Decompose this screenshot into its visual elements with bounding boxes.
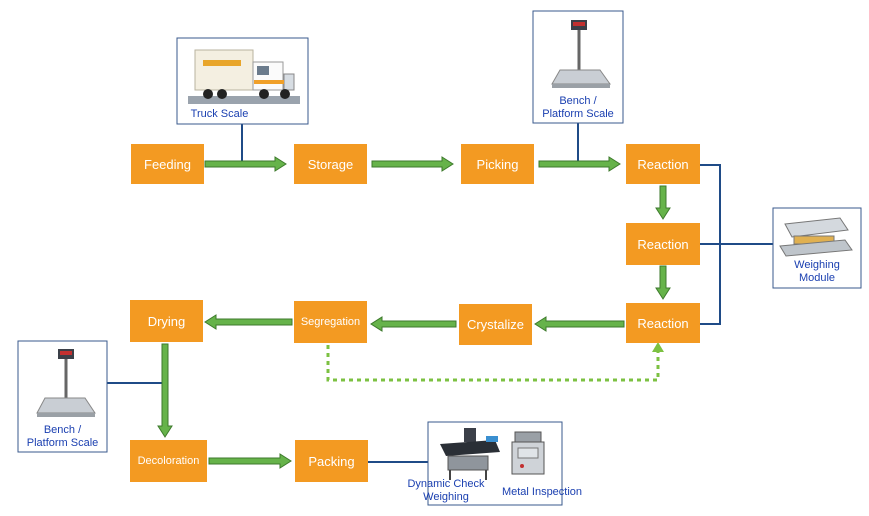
trailer-stripe [203,60,241,66]
caption-line: Platform Scale [542,108,614,120]
node-packing: Packing [295,440,368,482]
arrow-segregation-drying [204,314,293,330]
caption-weighing-module: Weighing Module [773,259,861,285]
equipment-connectors [107,123,773,463]
node-reaction-2: Reaction [626,223,700,265]
caption-line: Platform Scale [26,437,99,449]
dotted-return-arrowhead [652,342,664,352]
node-segregation: Segregation [294,301,367,343]
metal-detector-light [520,464,524,468]
caption-line: Weighing [423,491,469,503]
checkweigher-body [447,455,489,471]
truck-wheel [217,89,227,99]
node-reaction-3: Reaction [626,303,700,343]
node-drying: Drying [130,300,203,342]
caption-line: Bench / [559,95,597,107]
truck-wheel [259,89,269,99]
weighing-module-image [772,207,862,289]
arrow-reaction3-crystalize [534,316,625,332]
node-picking: Picking [461,144,534,184]
dotted-return-path [326,345,660,382]
flow-arrows [157,156,671,469]
metal-detector-aperture [517,447,539,459]
scale-platform [36,397,96,414]
truck-scale-image [176,37,309,125]
node-decoloration: Decoloration [130,440,207,482]
bench-scale-left-frame [17,340,108,453]
arrow-picking-reaction [538,156,621,172]
node-feeding: Feeding [131,144,204,184]
node-reaction-1: Reaction [626,144,700,184]
packing-equipment-image [427,421,563,506]
arrow-storage-picking [371,156,454,172]
truck-trailer [194,49,254,91]
node-storage: Storage [294,144,367,184]
node-crystalize: Crystalize [459,304,532,345]
truck-grille [283,73,295,91]
arrow-decoloration-packing [208,453,292,469]
caption-bench-scale-left: Bench / Platform Scale [18,424,107,450]
caption-bench-scale-top: Bench / Platform Scale [533,95,623,121]
caption-dynamic-check-weighing: Dynamic Check Weighing [400,478,492,504]
arrow-feeding-storage [204,156,287,172]
caption-line: Module [798,272,836,284]
arrow-crystalize-segregation [370,316,457,332]
conveyor-belt-accent [486,436,498,442]
scale-readout [573,22,585,26]
module-top-plate [784,217,849,238]
truck-wheel [280,89,290,99]
caption-metal-inspection: Metal Inspection [501,486,583,498]
caption-truck-scale: Truck Scale [190,108,249,120]
arrow-reaction2-reaction3 [655,265,671,300]
checkweigher-display [464,428,476,442]
truck-window [257,66,269,75]
truck-wheel [203,89,213,99]
weighbridge-platform [188,96,300,104]
scale-readout [60,351,72,355]
caption-line: Bench / [43,424,82,436]
arrow-drying-decoloration [157,343,173,438]
bench-scale-top-image [532,10,624,124]
checkweigher-conveyor [440,440,500,456]
scale-platform-edge [552,84,610,88]
cab-stripe [254,80,284,84]
caption-line: Dynamic Check [407,478,485,490]
module-base-plate [779,239,853,257]
arrow-reaction1-reaction2 [655,185,671,220]
metal-detector-head [514,431,542,443]
scale-platform-edge [37,413,95,417]
caption-line: Weighing [794,259,840,271]
scale-platform [551,69,611,85]
bench-scale-left-image [17,340,108,453]
